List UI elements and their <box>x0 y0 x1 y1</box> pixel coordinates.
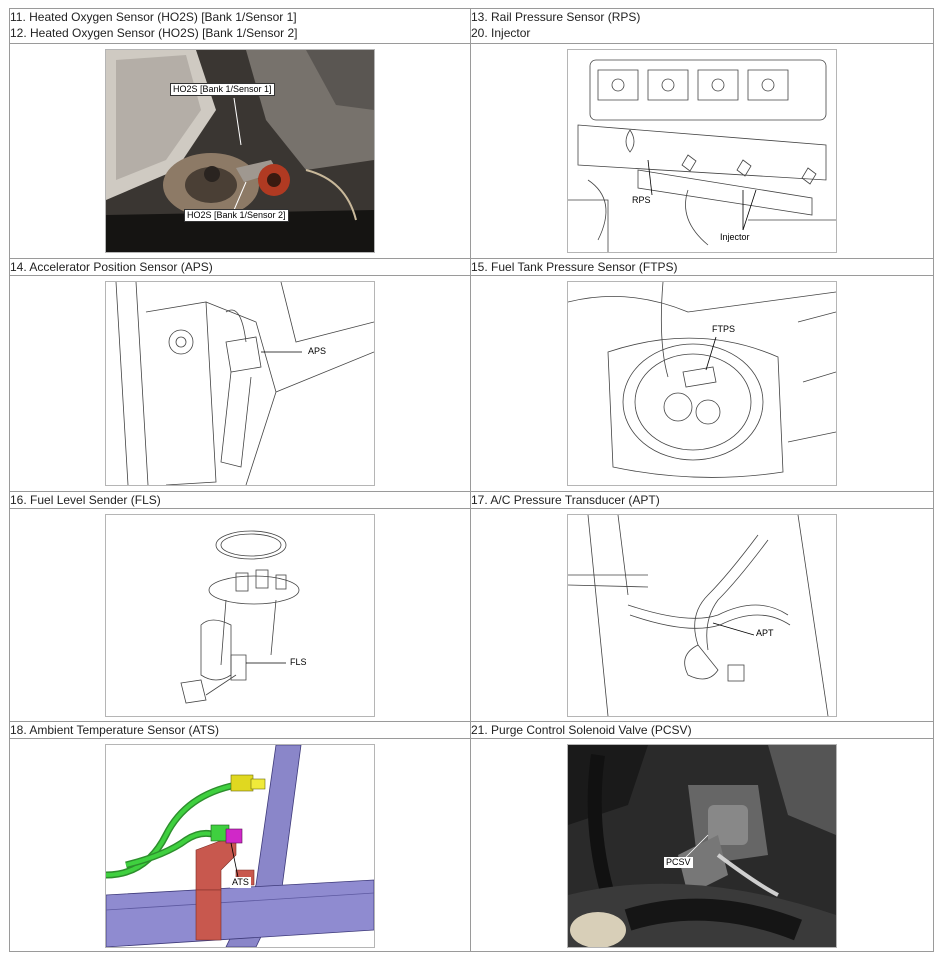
title-ftps: 15. Fuel Tank Pressure Sensor (FTPS) <box>471 260 678 274</box>
cell-image-ats: ATS <box>9 738 471 952</box>
title-fls: 16. Fuel Level Sender (FLS) <box>10 493 161 507</box>
cell-title-ftps: 15. Fuel Tank Pressure Sensor (FTPS) <box>470 258 934 276</box>
cell-title-rps: 13. Rail Pressure Sensor (RPS) 20. Injec… <box>470 8 934 44</box>
cell-image-ftps: FTPS <box>470 275 934 492</box>
cell-image-fls: FLS <box>9 508 471 722</box>
table-row: FLS <box>9 508 934 722</box>
table-row: 18. Ambient Temperature Sensor (ATS) 21.… <box>9 721 934 739</box>
cell-title-apt: 17. A/C Pressure Transducer (APT) <box>470 491 934 509</box>
pcsv-photo: PCSV <box>567 744 837 948</box>
callout-injector: Injector <box>718 232 752 243</box>
table-row: HO2S [Bank 1/Sensor 1] HO2S [Bank 1/Sens… <box>9 43 934 259</box>
title-apt: 17. A/C Pressure Transducer (APT) <box>471 493 660 507</box>
rps-injector-diagram: RPS Injector <box>567 49 837 253</box>
callout-apt: APT <box>754 628 776 639</box>
ats-drawing <box>106 745 374 947</box>
cell-image-rps: RPS Injector <box>470 43 934 259</box>
table-row: 11. Heated Oxygen Sensor (HO2S) [Bank 1/… <box>9 8 934 44</box>
title-rps: 13. Rail Pressure Sensor (RPS) <box>471 10 641 24</box>
aps-diagram: APS <box>105 281 375 486</box>
cell-title-ho2s: 11. Heated Oxygen Sensor (HO2S) [Bank 1/… <box>9 8 471 44</box>
title-ats: 18. Ambient Temperature Sensor (ATS) <box>10 723 219 737</box>
rps-injector-drawing <box>568 59 836 252</box>
apt-diagram: APT <box>567 514 837 717</box>
title-injector: 20. Injector <box>471 26 531 40</box>
ftps-diagram: FTPS <box>567 281 837 486</box>
ho2s-photo: HO2S [Bank 1/Sensor 1] HO2S [Bank 1/Sens… <box>105 49 375 253</box>
cell-title-aps: 14. Accelerator Position Sensor (APS) <box>9 258 471 276</box>
cell-title-ats: 18. Ambient Temperature Sensor (ATS) <box>9 721 471 739</box>
cell-title-fls: 16. Fuel Level Sender (FLS) <box>9 491 471 509</box>
cell-image-pcsv: PCSV <box>470 738 934 952</box>
apt-drawing <box>568 515 829 716</box>
title-ho2s-sensor-1: 11. Heated Oxygen Sensor (HO2S) [Bank 1/… <box>10 10 297 24</box>
callout-fls: FLS <box>288 657 309 668</box>
cell-image-ho2s: HO2S [Bank 1/Sensor 1] HO2S [Bank 1/Sens… <box>9 43 471 259</box>
cell-title-pcsv: 21. Purge Control Solenoid Valve (PCSV) <box>470 721 934 739</box>
fls-diagram: FLS <box>105 514 375 717</box>
callout-pcsv: PCSV <box>664 857 693 868</box>
title-pcsv: 21. Purge Control Solenoid Valve (PCSV) <box>471 723 692 737</box>
title-aps: 14. Accelerator Position Sensor (APS) <box>10 260 213 274</box>
callout-ho2s-sensor-1: HO2S [Bank 1/Sensor 1] <box>170 83 275 96</box>
title-ho2s-sensor-2: 12. Heated Oxygen Sensor (HO2S) [Bank 1/… <box>10 26 298 40</box>
table-row: 16. Fuel Level Sender (FLS) 17. A/C Pres… <box>9 491 934 509</box>
callout-rps: RPS <box>630 195 653 206</box>
table-row: 14. Accelerator Position Sensor (APS) 15… <box>9 258 934 276</box>
ats-diagram: ATS <box>105 744 375 948</box>
cell-image-apt: APT <box>470 508 934 722</box>
sensor-location-table: 11. Heated Oxygen Sensor (HO2S) [Bank 1/… <box>9 8 934 952</box>
table-row: APS FTPS <box>9 275 934 492</box>
callout-ftps: FTPS <box>710 324 738 335</box>
callout-ats: ATS <box>230 877 251 888</box>
fls-drawing <box>180 530 300 704</box>
aps-drawing <box>115 282 374 485</box>
callout-ho2s-sensor-2: HO2S [Bank 1/Sensor 2] <box>184 209 289 222</box>
pcsv-photo-drawing <box>568 745 836 947</box>
callout-aps: APS <box>306 346 329 357</box>
ftps-drawing <box>568 282 836 478</box>
table-row: ATS PCSV <box>9 738 934 952</box>
cell-image-aps: APS <box>9 275 471 492</box>
